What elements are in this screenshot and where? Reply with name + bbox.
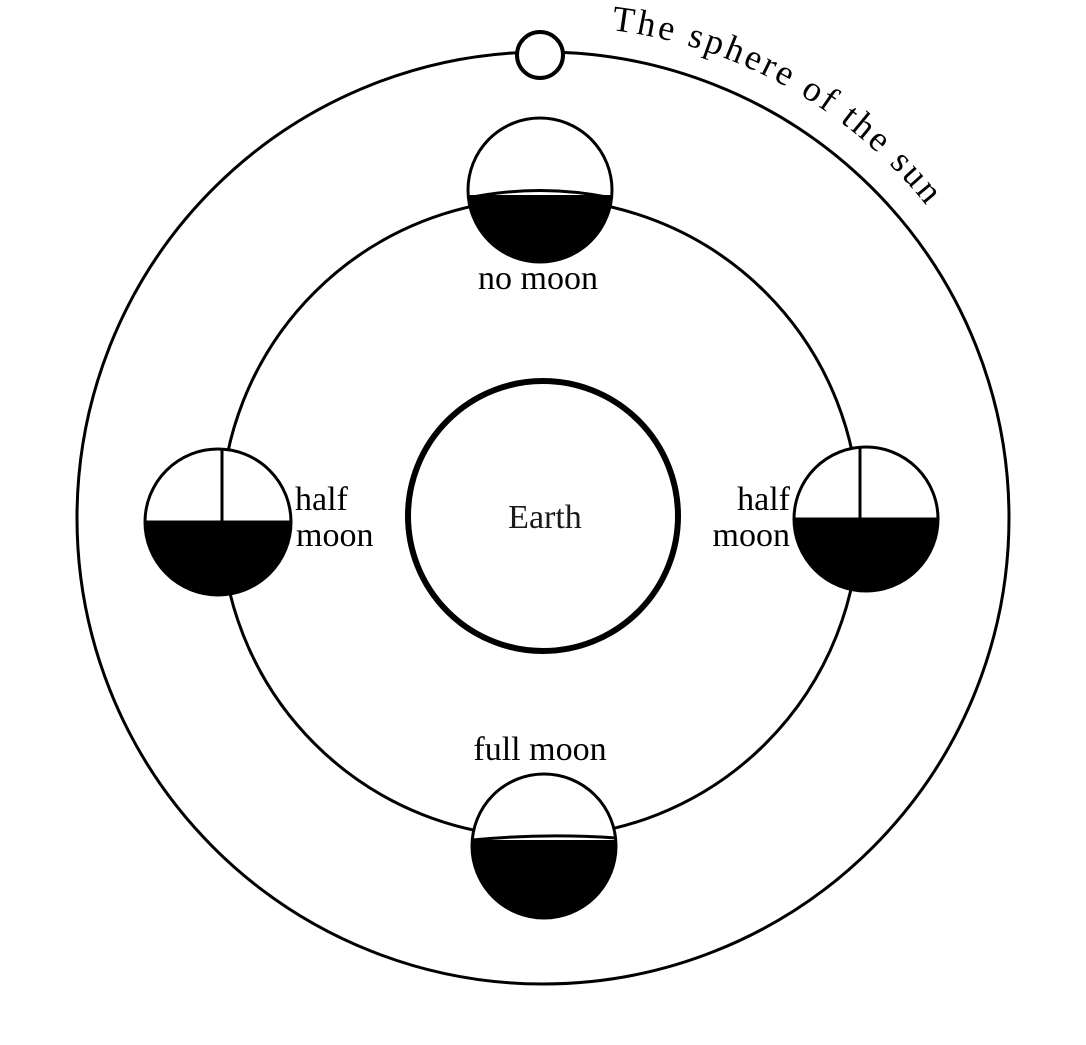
earth-label: Earth xyxy=(508,499,582,536)
label-half-moon-right-1: half xyxy=(737,481,791,518)
sun-sphere-label: The sphere of the sun xyxy=(610,0,953,213)
label-full-moon: full moon xyxy=(473,731,606,768)
earth xyxy=(405,378,681,654)
label-half-moon-left-2: moon xyxy=(296,517,373,554)
moon-top-no-moon xyxy=(466,116,614,264)
label-half-moon-right-2: moon xyxy=(713,517,790,554)
moon-left-half-moon xyxy=(143,447,293,597)
label-half-moon-left-1: half xyxy=(295,481,349,518)
moon-right-half-moon xyxy=(792,445,940,593)
moon-bottom-full-moon xyxy=(470,772,618,920)
sun-marker xyxy=(515,30,565,80)
label-no-moon: no moon xyxy=(478,260,598,297)
